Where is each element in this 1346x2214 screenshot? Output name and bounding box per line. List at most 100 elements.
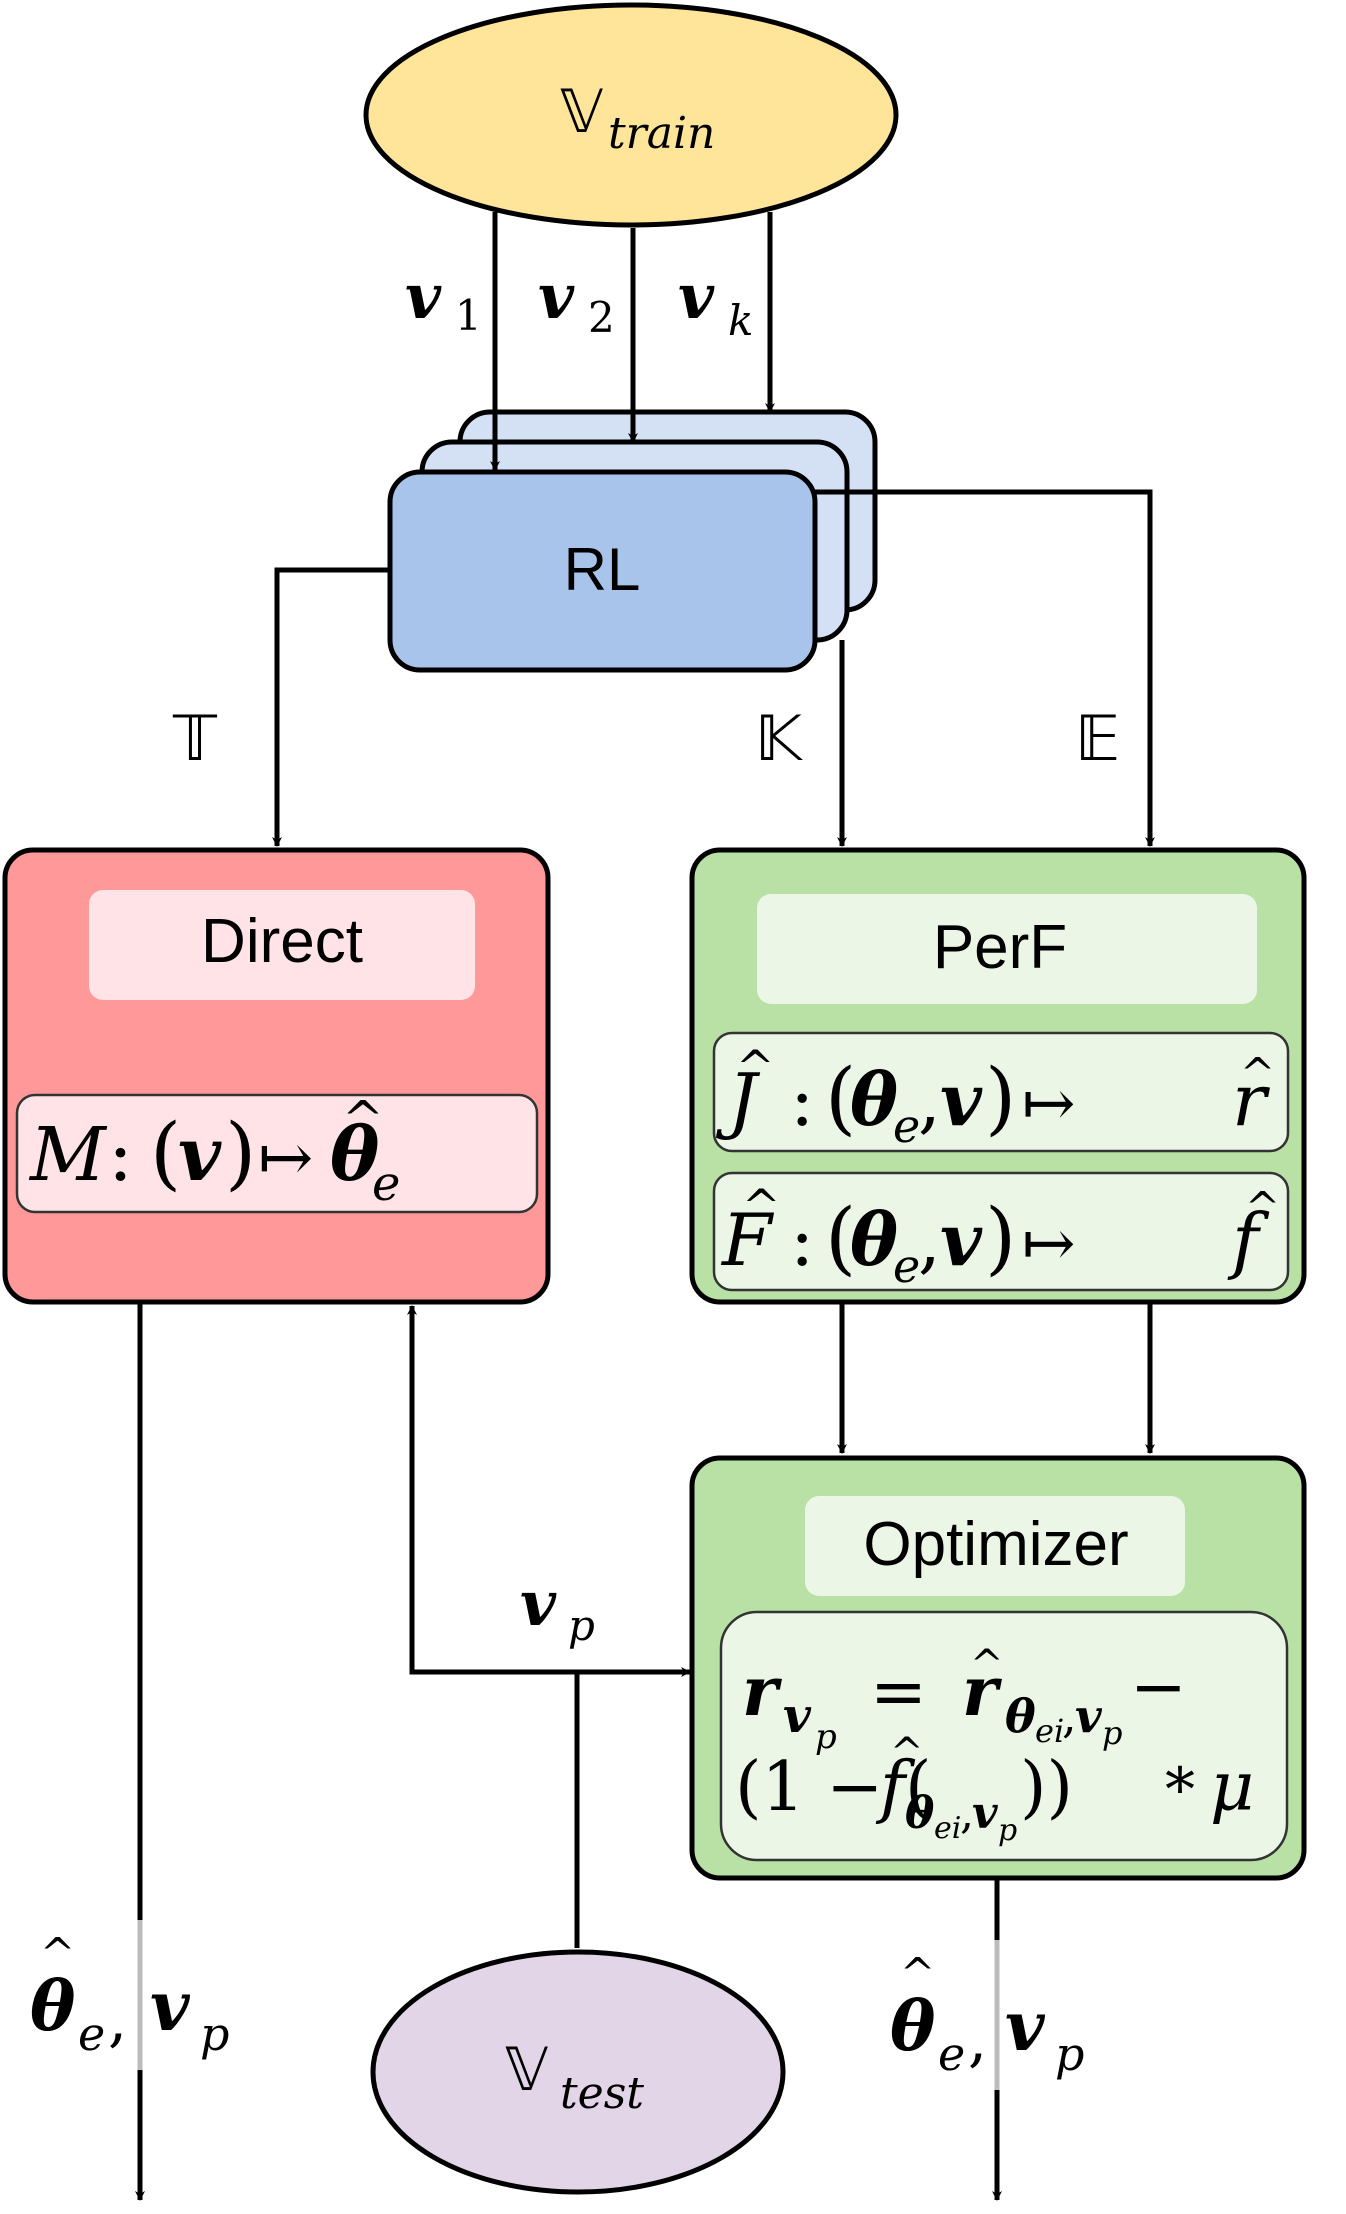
perf-formula-j: ^ J : ( θ e , v ) ↦ ^ r — [715, 1040, 1275, 1153]
vk-subscript: k — [728, 296, 753, 345]
opt-out-v-sub: p — [1055, 2027, 1084, 2081]
v-test-ellipse — [370, 1949, 786, 2195]
K-symbol: 𝕂 — [755, 702, 803, 775]
opt-out-hat: ^ — [900, 1949, 935, 1998]
vp-subscript: p — [568, 1601, 595, 1650]
v-test-symbol: 𝕍 — [505, 2035, 548, 2105]
j-arg1-sub: e — [893, 1099, 920, 1153]
f-lhs: F — [720, 1198, 775, 1282]
opt-fhat-sub-v: v — [972, 1788, 998, 1839]
opt-rhat-sub-p: p — [1102, 1714, 1122, 1752]
j-out-hat: ^ — [1240, 1049, 1275, 1098]
opt-out-theta: θ — [890, 1987, 936, 2067]
direct-formula-paren-open: ( — [150, 1106, 181, 1199]
direct-formula-maps: ↦ — [258, 1119, 313, 1196]
j-hat: ^ — [736, 1040, 775, 1094]
direct-formula-lhs: M — [28, 1112, 108, 1198]
direct-out-theta: θ — [30, 1967, 76, 2047]
opt-rhat-sub-theta: θ — [1005, 1689, 1036, 1743]
arrow-T — [272, 567, 390, 847]
v-train-ellipse — [363, 2, 899, 228]
j-arg1: θ — [850, 1057, 898, 1142]
opt-fhat-hat: ^ — [890, 1730, 924, 1776]
direct-formula-box — [15, 1093, 539, 1214]
v2-symbol: v — [538, 260, 575, 333]
v-test-node: 𝕍 test — [370, 1949, 786, 2195]
opt-open: (1 − ( — [735, 1748, 932, 1827]
direct-out-v-sub: p — [200, 2007, 229, 2061]
rl-node: RL — [387, 409, 878, 673]
perf-formula-f-box — [712, 1171, 1290, 1292]
v1-subscript: 1 — [455, 291, 482, 340]
opt-minus: − — [1130, 1648, 1187, 1727]
E-symbol: 𝔼 — [1075, 702, 1120, 775]
opt-close: )) — [1020, 1748, 1073, 1827]
opt-fhat-sub-comma: , — [960, 1788, 974, 1839]
edge-vp: v p — [407, 1305, 691, 1948]
perf-title: PerF — [933, 913, 1067, 982]
opt-fhat-sub-p: p — [998, 1813, 1017, 1848]
j-maps: ↦ — [1022, 1067, 1076, 1141]
direct-title: Direct — [201, 907, 363, 976]
vp-symbol: v — [520, 1567, 557, 1640]
vk-symbol: v — [678, 260, 715, 333]
rl-label: RL — [564, 536, 641, 603]
edge-K: 𝕂 — [755, 640, 847, 847]
optimizer-formula-line2: (1 − ( ^ f θ ei , v p )) * μ — [735, 1730, 1254, 1848]
v1-symbol: v — [405, 260, 442, 333]
opt-rhat-sub-v: v — [1075, 1689, 1103, 1743]
opt-out-sep: , — [968, 2005, 987, 2075]
v-train-symbol: 𝕍 — [560, 77, 603, 147]
edge-optimizer-output: ^ θ e , v p — [890, 1878, 1084, 2201]
edge-v2: v 2 — [538, 228, 638, 443]
edge-T: 𝕋 — [172, 567, 390, 847]
edge-E: 𝔼 — [815, 489, 1155, 847]
f-comma: , — [918, 1198, 941, 1282]
f-hat: ^ — [742, 1179, 781, 1233]
direct-formula: M : ( v ) ↦ ^ θ e — [28, 1090, 400, 1212]
direct-out-hat: ^ — [40, 1929, 75, 1978]
optimizer-node: Optimizer r v p = ^ r θ ei , v p − (1 − … — [689, 1455, 1307, 1881]
v-test-subscript: test — [560, 2068, 644, 2119]
opt-r: r — [742, 1652, 782, 1732]
direct-out-v: v — [150, 1967, 191, 2047]
direct-title-box — [89, 890, 475, 1000]
direct-out-sep: , — [108, 1985, 127, 2055]
optimizer-formula-line1: r v p = ^ r θ ei , v p − — [742, 1642, 1187, 1757]
edge-vk: v k — [678, 212, 775, 413]
edge-v1: v 1 — [405, 212, 500, 471]
j-paren-close: ) — [985, 1051, 1016, 1144]
perf-title-box — [757, 894, 1257, 1004]
opt-r-sub-v: v — [783, 1688, 812, 1744]
direct-formula-arg: v — [178, 1112, 222, 1198]
j-out: r — [1232, 1058, 1270, 1142]
perf-node: PerF ^ J : ( θ e , v ) ↦ ^ r ^ F : ( θ e… — [689, 847, 1307, 1305]
opt-out-theta-sub: e — [938, 2027, 965, 2081]
f-colon: : — [790, 1198, 814, 1282]
T-symbol: 𝕋 — [172, 702, 218, 775]
j-colon: : — [790, 1058, 814, 1142]
opt-rhat-hat: ^ — [970, 1642, 1004, 1688]
perf-formula-j-box — [712, 1031, 1290, 1153]
v-train-subscript: train — [608, 108, 715, 159]
v-train-node: 𝕍 train — [363, 2, 899, 228]
opt-fhat-sub-theta: θ — [905, 1788, 935, 1839]
direct-node: Direct M : ( v ) ↦ ^ θ e — [2, 847, 551, 1305]
direct-formula-hat: ^ — [342, 1090, 384, 1148]
arrow-vp-to-direct — [407, 1305, 577, 1675]
j-paren-open: ( — [825, 1051, 856, 1144]
v2-subscript: 2 — [588, 293, 615, 342]
f-arg2: v — [940, 1197, 983, 1282]
optimizer-title-box — [805, 1496, 1185, 1596]
opt-star: * — [1165, 1755, 1195, 1825]
direct-formula-out-sub: e — [372, 1156, 400, 1212]
direct-out-theta-sub: e — [78, 2007, 105, 2061]
direct-formula-out: θ — [330, 1112, 380, 1198]
perf-formula-f: ^ F : ( θ e , v ) ↦ ^ f — [720, 1179, 1280, 1293]
opt-r-sub-p: p — [815, 1717, 837, 1757]
direct-formula-paren-close: ) — [225, 1106, 256, 1199]
f-paren-open: ( — [825, 1191, 856, 1284]
f-arg1-sub: e — [893, 1239, 920, 1293]
f-arg1: θ — [850, 1197, 898, 1282]
